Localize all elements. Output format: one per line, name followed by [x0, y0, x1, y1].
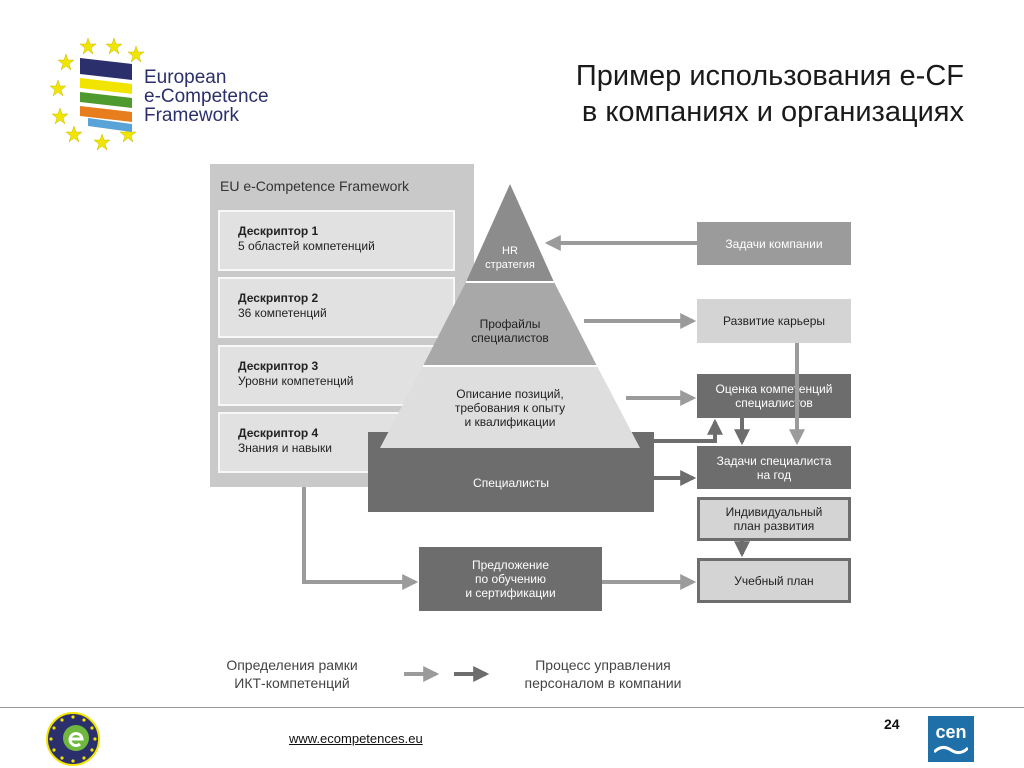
- plan-line-1: Индивидуальный: [725, 505, 823, 519]
- slide-title: Пример использования e-CF в компаниях и …: [576, 58, 964, 130]
- pyramid-top-label: HR стратегия: [464, 240, 556, 276]
- cen-logo-text: cen: [935, 722, 967, 742]
- descriptor-1-name: Дескриптор 1: [238, 224, 319, 238]
- descriptor-4-text: Знания и навыки: [238, 441, 333, 455]
- pyramid: [380, 184, 640, 448]
- cen-wave-icon: [934, 745, 968, 755]
- framework-heading: EU e-Competence Framework: [220, 178, 410, 194]
- logo-line-1: European: [144, 67, 227, 88]
- legend-hr-process: Процесс управления персоналом в компании: [508, 656, 698, 692]
- company-tasks-box: Задачи компании: [697, 222, 851, 265]
- descriptor-3-text: Уровни компетенций: [238, 374, 354, 388]
- pyramid-top: [466, 184, 554, 282]
- hr-line-2: стратегия: [485, 259, 535, 271]
- company-tasks-label: Задачи компании: [725, 236, 823, 251]
- specialists-label: Специалисты: [473, 476, 549, 490]
- annual-line-2: на год: [756, 467, 792, 482]
- title-line-2: в компаниях и организациях: [581, 96, 964, 128]
- legend-right-line-1: Процесс управления: [535, 657, 671, 673]
- positions-line-3: и квалификации: [464, 415, 556, 429]
- offer-line-2: по обучению: [474, 572, 547, 586]
- training-plan-box: Учебный план: [697, 558, 851, 603]
- logo-line-3: Framework: [144, 105, 240, 126]
- legend-framework: Определения рамки ИКТ-компетенций: [212, 656, 372, 692]
- descriptor-3-name: Дескриптор 3: [238, 359, 319, 373]
- training-plan-label: Учебный план: [734, 573, 814, 588]
- page-number: 24: [884, 716, 900, 732]
- profiles-line-1: Профайлы: [479, 317, 541, 331]
- positions-line-2: требования к опыту: [454, 401, 566, 415]
- logo-wordmark: European e-Competence Framework: [144, 68, 269, 125]
- profiles-line-2: специалистов: [471, 331, 549, 345]
- footer-divider: [0, 707, 1024, 708]
- e-competence-badge-icon: [46, 712, 100, 766]
- descriptor-4-name: Дескриптор 4: [238, 426, 319, 440]
- descriptor-2-text: 36 компетенций: [238, 306, 327, 320]
- website-link[interactable]: www.ecompetences.eu: [289, 731, 423, 746]
- positions-line-1: Описание позиций,: [456, 387, 564, 401]
- pyramid-bottom: [380, 366, 640, 448]
- offer-line-1: Предложение: [471, 558, 550, 572]
- descriptor-2-name: Дескриптор 2: [238, 291, 319, 305]
- career-development-label: Развитие карьеры: [722, 314, 826, 328]
- cen-logo: cen: [928, 716, 974, 762]
- plan-line-2: план развития: [733, 519, 815, 533]
- hr-line-1: HR: [502, 245, 518, 257]
- pyramid-middle: [423, 282, 597, 366]
- legend-left-line-1: Определения рамки: [226, 657, 358, 673]
- offer-line-3: и сертификации: [465, 586, 556, 600]
- legend-left-line-2: ИКТ-компетенций: [234, 675, 350, 691]
- annual-line-1: Задачи специалиста: [716, 453, 832, 468]
- logo-line-2: e-Competence: [144, 86, 269, 107]
- title-line-1: Пример использования e-CF: [575, 60, 964, 92]
- assessment-line-2: специалистов: [735, 396, 813, 410]
- career-development-box: Развитие карьеры: [697, 299, 851, 343]
- descriptor-1-text: 5 областей компетенций: [238, 239, 375, 253]
- legend-right-line-2: персоналом в компании: [524, 675, 682, 691]
- assessment-line-1: Оценка компетенций: [715, 382, 833, 396]
- star-ring-icon: [49, 37, 145, 151]
